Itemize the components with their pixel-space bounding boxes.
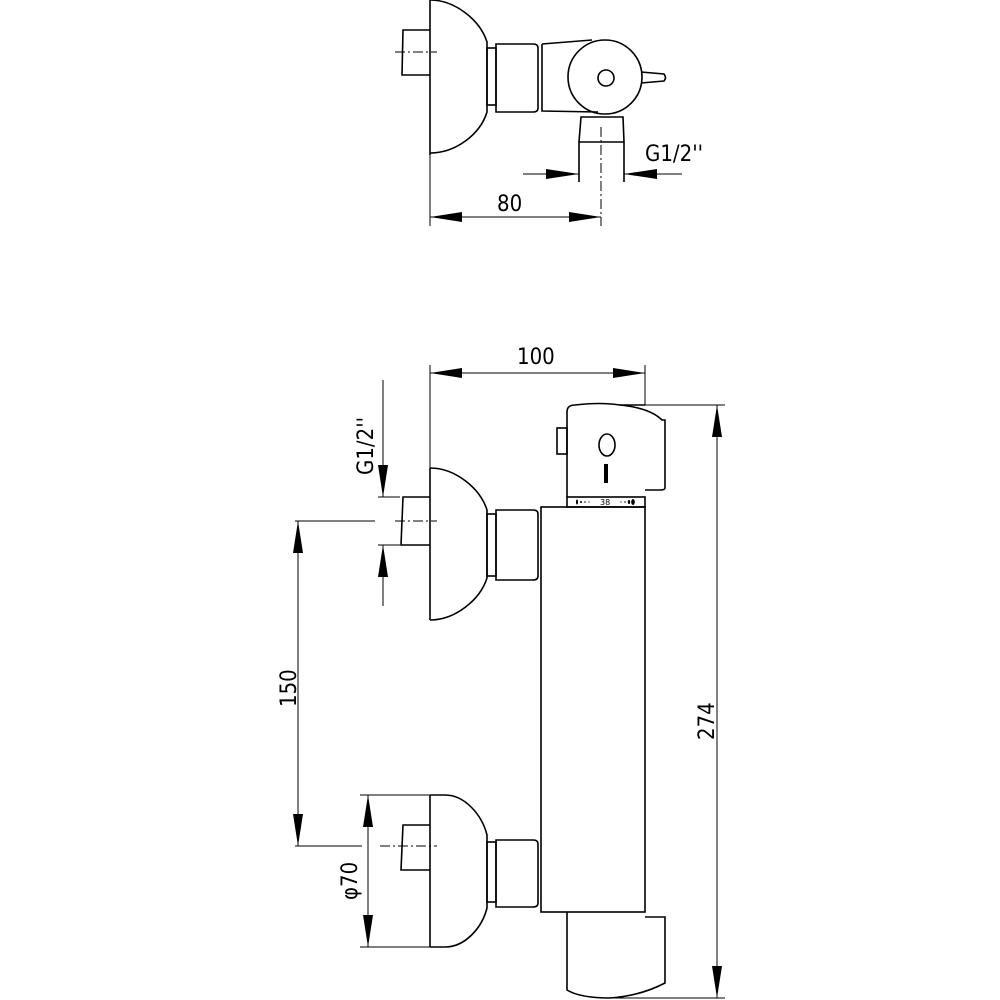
arrow <box>569 212 601 222</box>
arrow <box>712 405 722 437</box>
head-cap <box>619 404 666 491</box>
handle-circle <box>567 39 643 115</box>
dial-ticks <box>576 499 635 505</box>
arrow <box>293 521 303 553</box>
dim-80: 80 <box>497 192 522 217</box>
arrow <box>363 795 373 827</box>
dim-100: 100 <box>517 345 555 370</box>
handle-center <box>597 69 615 87</box>
dim-150: 150 <box>277 669 302 707</box>
nut <box>495 43 539 113</box>
arrow <box>613 368 645 378</box>
lever-tip <box>640 71 667 84</box>
bottom-cap <box>566 912 666 999</box>
dim-thread-top: G1/2'' <box>645 142 703 167</box>
arrow <box>430 212 462 222</box>
top-view: G1/2'' 80 <box>395 0 703 226</box>
arrow <box>378 545 388 577</box>
indicator-oval <box>598 433 616 457</box>
arrow <box>293 814 303 846</box>
temperature-dial <box>566 496 646 508</box>
nut-gap <box>486 47 497 106</box>
upper-escutcheon <box>429 467 488 621</box>
dim-thread-front: G1/2'' <box>354 417 379 475</box>
thermostat-head <box>566 402 645 497</box>
outlet <box>578 116 625 182</box>
arrow <box>712 966 722 998</box>
lower-escutcheon <box>430 794 488 948</box>
dim-diameter: φ70 <box>338 862 363 900</box>
arrow <box>546 169 579 179</box>
front-view: 100 G1/2'' 38 150 <box>277 345 725 999</box>
arrow <box>363 915 373 947</box>
body <box>541 39 599 113</box>
arrow <box>624 169 657 179</box>
thermostat-body <box>540 506 646 913</box>
dial-value: 38 <box>600 498 610 507</box>
arrow <box>430 368 462 378</box>
upper-nut <box>495 509 539 581</box>
escutcheon <box>429 0 488 154</box>
arrow <box>378 465 388 497</box>
indicator-bar <box>604 464 608 483</box>
button <box>556 427 568 455</box>
lower-nut <box>495 839 539 908</box>
dim-274: 274 <box>695 702 720 740</box>
lower-pipe-stub <box>400 824 430 871</box>
